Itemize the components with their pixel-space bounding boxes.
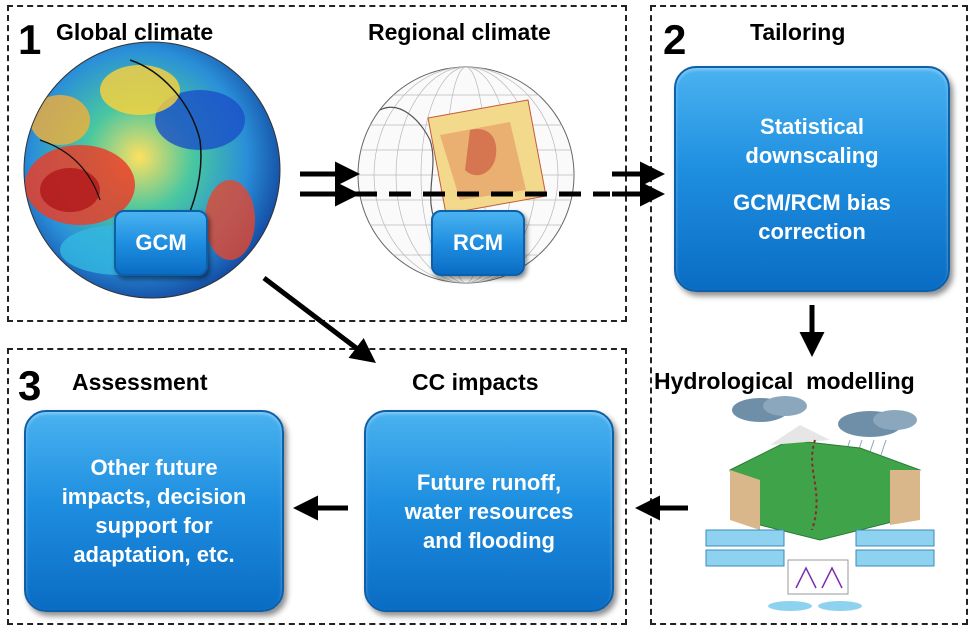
- gcm-globe-image: [23, 41, 281, 299]
- panel-2-frame: [650, 5, 968, 625]
- cc-impacts-title: CC impacts: [412, 369, 539, 395]
- assessment-title: Assessment: [72, 369, 208, 395]
- tailoring-title: Tailoring: [750, 19, 846, 45]
- assessment-box: Other future impacts, decision support f…: [24, 410, 284, 612]
- panel-2-number: 2: [663, 16, 687, 63]
- impacts-line-3: and flooding: [423, 527, 555, 553]
- assessment-line-3: support for: [95, 513, 213, 538]
- panel-3-number: 3: [18, 362, 42, 409]
- tailoring-box: Statistical downscaling GCM/RCM bias cor…: [674, 66, 950, 292]
- tailoring-line-2: downscaling: [745, 143, 879, 168]
- gcm-badge: GCM: [114, 210, 208, 276]
- hydrological-model-image: [705, 396, 935, 611]
- europe-region-image: [427, 99, 547, 215]
- rcm-globe-image: [357, 66, 575, 284]
- tailoring-line-4: GCM/RCM bias: [733, 190, 891, 215]
- panel-3-frame: [7, 348, 627, 625]
- rcm-badge: RCM: [431, 210, 525, 276]
- tailoring-line-1: Statistical: [760, 114, 864, 139]
- assessment-line-1: Other future: [90, 455, 218, 480]
- hydrological-modelling-title: Hydrological modelling: [654, 368, 915, 394]
- panel-1-number: 1: [18, 16, 42, 63]
- cc-impacts-box: Future runoff, water resources and flood…: [364, 410, 614, 612]
- assessment-line-2: impacts, decision: [61, 484, 247, 509]
- assessment-line-4: adaptation, etc.: [73, 542, 235, 567]
- arrow-gcm-to-impacts: [262, 276, 376, 364]
- impacts-line-2: water resources: [404, 498, 574, 524]
- global-climate-title: Global climate: [56, 19, 214, 45]
- impacts-line-1: Future runoff,: [416, 469, 562, 495]
- regional-climate-title: Regional climate: [368, 19, 551, 45]
- tailoring-line-5: correction: [758, 219, 866, 244]
